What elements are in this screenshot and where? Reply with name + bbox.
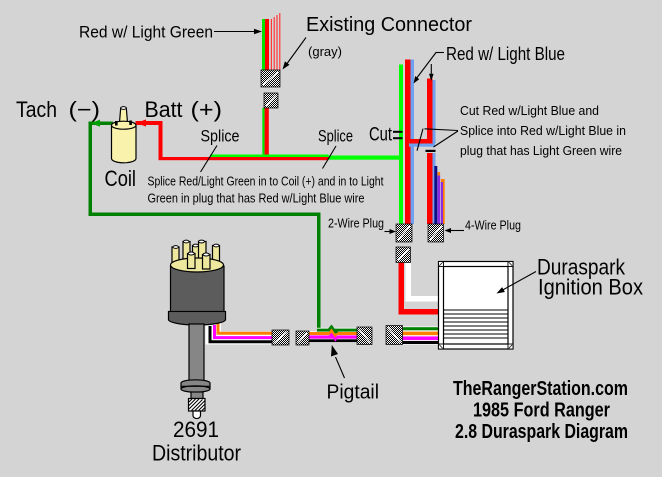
svg-text:2691: 2691: [173, 417, 219, 442]
svg-text:Splice into Red w/Light Blue i: Splice into Red w/Light Blue in: [460, 124, 626, 138]
svg-text:Batt: Batt: [145, 97, 183, 122]
svg-text:(gray): (gray): [308, 44, 342, 59]
svg-text:2-Wire Plug: 2-Wire Plug: [328, 216, 384, 231]
svg-text:Red w/ Light Green: Red w/ Light Green: [79, 23, 213, 42]
svg-text:TheRangerStation.com: TheRangerStation.com: [453, 378, 628, 400]
svg-text:Coil: Coil: [105, 166, 137, 191]
svg-text:Tach: Tach: [16, 97, 57, 122]
svg-text:Cut: Cut: [369, 125, 393, 146]
svg-text:plug that has Light Green wire: plug that has Light Green wire: [460, 144, 622, 158]
svg-text:(−): (−): [69, 97, 101, 122]
svg-text:4-Wire Plug: 4-Wire Plug: [465, 218, 521, 233]
svg-text:Splice: Splice: [201, 127, 240, 146]
svg-text:Green in plug that has Red w/L: Green in plug that has Red w/Light Blue …: [148, 192, 365, 206]
svg-text:Distributor: Distributor: [152, 441, 241, 466]
svg-text:Existing Connector: Existing Connector: [306, 14, 472, 36]
svg-text:Splice: Splice: [318, 127, 353, 146]
svg-text:Splice Red/Light Green in to C: Splice Red/Light Green in to Coil (+) an…: [148, 175, 384, 189]
svg-text:Ignition Box: Ignition Box: [538, 275, 643, 300]
svg-text:(+): (+): [191, 97, 223, 122]
svg-text:Pigtail: Pigtail: [327, 382, 380, 404]
svg-text:1985 Ford Ranger: 1985 Ford Ranger: [473, 400, 610, 422]
svg-text:Red w/ Light Blue: Red w/ Light Blue: [446, 44, 565, 64]
svg-text:2.8 Duraspark Diagram: 2.8 Duraspark Diagram: [455, 421, 628, 443]
svg-text:Duraspark: Duraspark: [537, 255, 626, 280]
svg-text:Cut Red w/Light Blue and: Cut Red w/Light Blue and: [460, 104, 599, 118]
